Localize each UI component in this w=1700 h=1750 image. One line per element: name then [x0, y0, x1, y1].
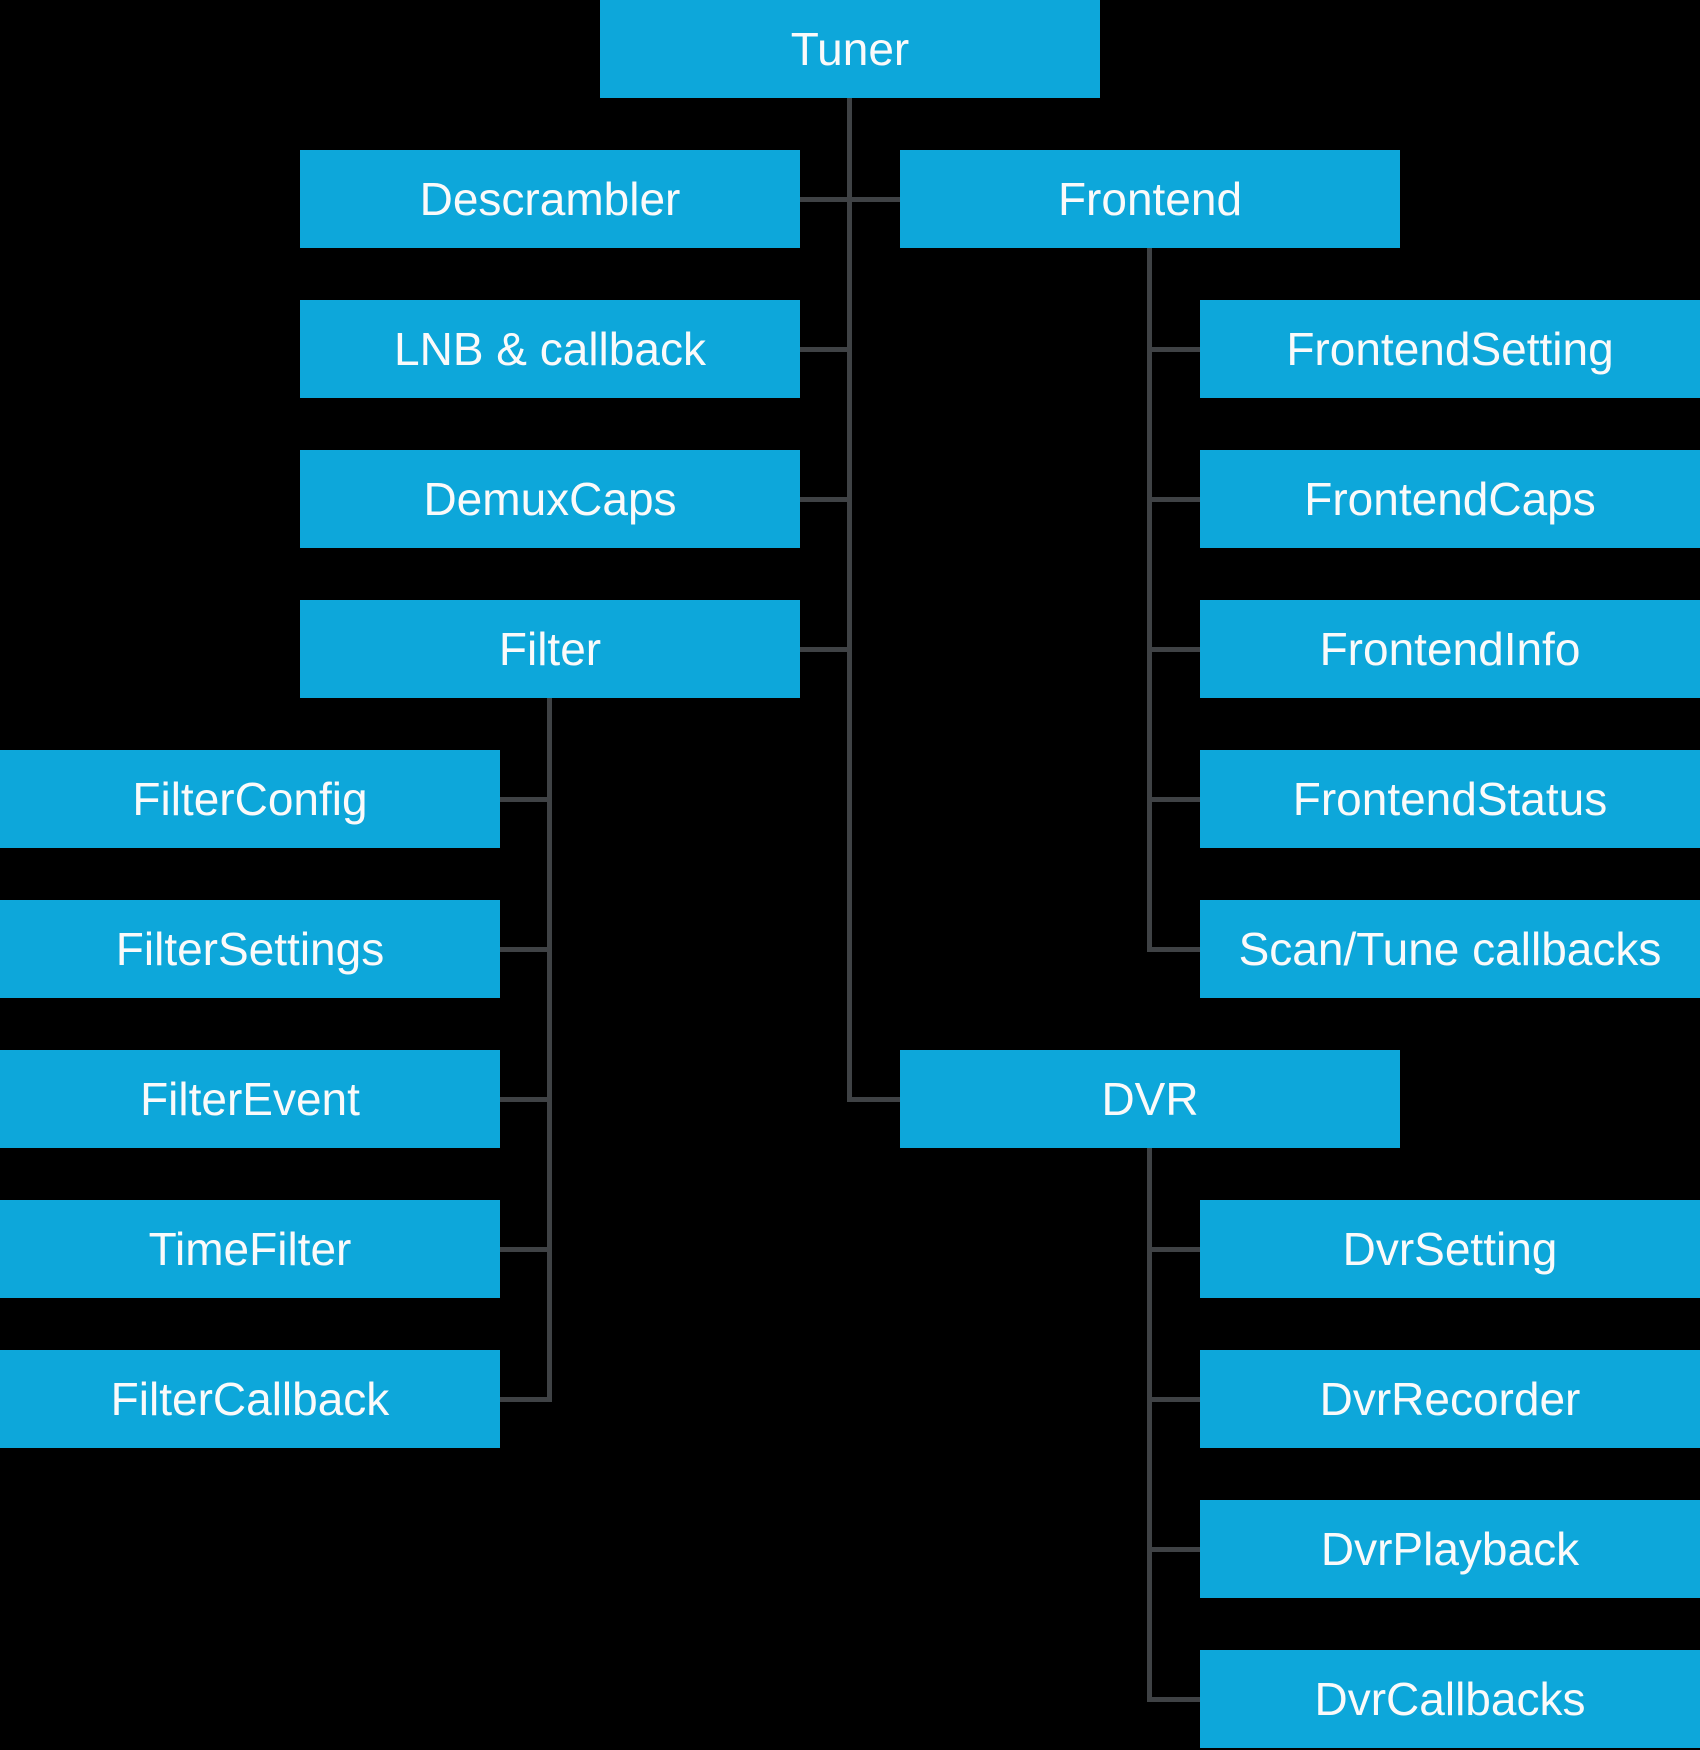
connector-filter-event: [500, 1097, 552, 1102]
connector-descrambler-frontend: [800, 197, 900, 202]
connector-filter-settings: [500, 947, 552, 952]
node-demux-caps: DemuxCaps: [300, 450, 800, 548]
node-filter: Filter: [300, 600, 800, 698]
node-scan-tune-callbacks: Scan/Tune callbacks: [1200, 900, 1700, 998]
connector-filter-callback: [500, 1397, 552, 1402]
connector-dvr-callbacks: [1147, 1697, 1200, 1702]
connector-dvr-recorder: [1147, 1397, 1200, 1402]
connector-frontend-setting: [1147, 347, 1200, 352]
connector-filter-config: [500, 797, 552, 802]
connector-scan-tune-callbacks: [1147, 947, 1200, 952]
node-time-filter: TimeFilter: [0, 1200, 500, 1298]
node-frontend-caps: FrontendCaps: [1200, 450, 1700, 548]
node-dvr-callbacks: DvrCallbacks: [1200, 1650, 1700, 1748]
node-dvr-setting: DvrSetting: [1200, 1200, 1700, 1298]
connector-filter: [800, 647, 850, 652]
node-tuner: Tuner: [600, 0, 1100, 98]
connector-lnb-callback: [800, 347, 850, 352]
node-frontend-status: FrontendStatus: [1200, 750, 1700, 848]
node-lnb-callback: LNB & callback: [300, 300, 800, 398]
node-frontend-info: FrontendInfo: [1200, 600, 1700, 698]
node-descrambler: Descrambler: [300, 150, 800, 248]
node-filter-config: FilterConfig: [0, 750, 500, 848]
node-frontend: Frontend: [900, 150, 1400, 248]
node-filter-event: FilterEvent: [0, 1050, 500, 1148]
connector-frontend-caps: [1147, 497, 1200, 502]
connector-frontend-status: [1147, 797, 1200, 802]
connector-frontend-trunk: [1147, 248, 1152, 952]
node-filter-settings: FilterSettings: [0, 900, 500, 998]
connector-time-filter: [500, 1247, 552, 1252]
node-filter-callback: FilterCallback: [0, 1350, 500, 1448]
node-dvr-playback: DvrPlayback: [1200, 1500, 1700, 1598]
connector-dvr-trunk: [1147, 1148, 1152, 1702]
node-dvr: DVR: [900, 1050, 1400, 1148]
connector-dvr-elbow: [847, 1097, 900, 1102]
connector-filter-trunk: [547, 698, 552, 1402]
connector-frontend-info: [1147, 647, 1200, 652]
node-frontend-setting: FrontendSetting: [1200, 300, 1700, 398]
connector-dvr-playback: [1147, 1547, 1200, 1552]
node-dvr-recorder: DvrRecorder: [1200, 1350, 1700, 1448]
connector-demux-caps: [800, 497, 850, 502]
connector-tuner-trunk: [847, 98, 852, 1102]
connector-dvr-setting: [1147, 1247, 1200, 1252]
